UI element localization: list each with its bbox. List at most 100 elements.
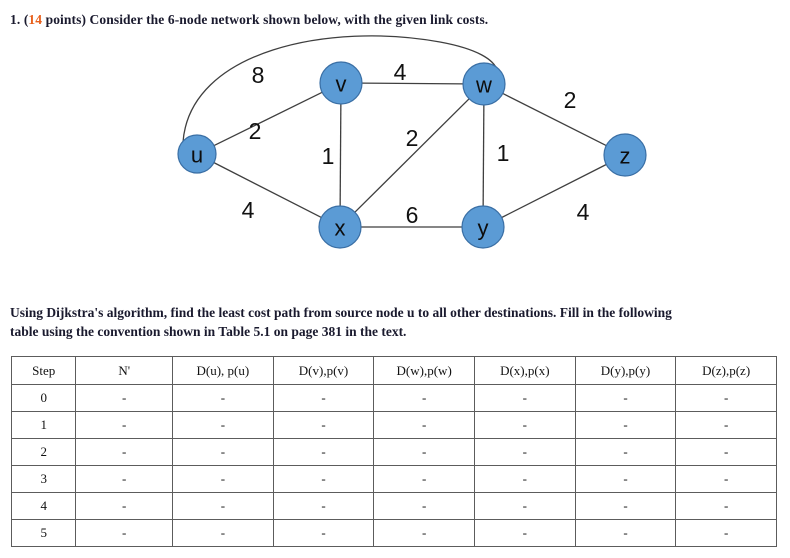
table-row: 3------- xyxy=(10,465,777,493)
graph-node-x xyxy=(318,205,362,249)
table-cell-r2-c6[interactable]: - xyxy=(675,438,777,466)
table-cell-r4-c1[interactable]: - xyxy=(172,492,274,520)
question-points-suffix: points) xyxy=(42,12,87,27)
table-header-cell-1: N' xyxy=(75,356,174,385)
table-cell-r1-c0[interactable]: - xyxy=(75,411,174,439)
graph-edges-layer xyxy=(182,35,607,228)
table-cell-r4-c4[interactable]: - xyxy=(474,492,576,520)
table-cell-r0-c1[interactable]: - xyxy=(172,384,274,412)
table-header-cell-7: D(z),p(z) xyxy=(675,356,777,385)
question-text: Consider the 6-node network shown below,… xyxy=(89,12,489,27)
table-cell-r0-c4[interactable]: - xyxy=(474,384,576,412)
instructions-line-2: table using the convention shown in Tabl… xyxy=(10,324,407,339)
table-cell-r2-c5[interactable]: - xyxy=(574,438,677,466)
table-cell-step-5: 5 xyxy=(10,519,77,547)
table-row: 5------- xyxy=(10,519,777,547)
table-cell-r1-c3[interactable]: - xyxy=(373,411,475,439)
graph-edge-u-v xyxy=(213,91,323,147)
instructions-paragraph: Using Dijkstra's algorithm, find the lea… xyxy=(10,303,770,341)
edge-cost-v-x: 1 xyxy=(322,143,335,169)
graph-node-label-v: v xyxy=(336,72,347,97)
table-row: 1------- xyxy=(10,411,777,439)
table-cell-step-2: 2 xyxy=(10,438,77,466)
table-cell-r0-c6[interactable]: - xyxy=(675,384,777,412)
table-header-cell-5: D(x),p(x) xyxy=(474,356,576,385)
edge-cost-x-y: 6 xyxy=(406,202,419,228)
table-cell-r3-c2[interactable]: - xyxy=(272,465,375,493)
table-cell-r5-c2[interactable]: - xyxy=(272,519,375,547)
table-cell-r4-c0[interactable]: - xyxy=(75,492,174,520)
table-cell-r2-c0[interactable]: - xyxy=(75,438,174,466)
table-cell-r2-c3[interactable]: - xyxy=(373,438,475,466)
table-cell-r3-c3[interactable]: - xyxy=(373,465,475,493)
table-header-cell-0: Step xyxy=(10,356,77,385)
table-cell-r2-c2[interactable]: - xyxy=(272,438,375,466)
graph-node-label-u: u xyxy=(191,143,203,168)
table-header-cell-3: D(v),p(v) xyxy=(272,356,375,385)
table-cell-r4-c3[interactable]: - xyxy=(373,492,475,520)
graph-edge-v-x xyxy=(339,103,342,207)
table-cell-r5-c6[interactable]: - xyxy=(675,519,777,547)
graph-node-v xyxy=(319,61,363,105)
table-cell-r4-c5[interactable]: - xyxy=(574,492,677,520)
edge-cost-v-w: 4 xyxy=(394,59,407,85)
question-prompt: 1. (14 points) Consider the 6-node netwo… xyxy=(10,12,488,28)
table-cell-r0-c0[interactable]: - xyxy=(75,384,174,412)
question-open-paren: ( xyxy=(23,12,29,27)
table-header-cell-4: D(w),p(w) xyxy=(373,356,475,385)
table-cell-r5-c3[interactable]: - xyxy=(373,519,475,547)
table-cell-step-4: 4 xyxy=(10,492,77,520)
table-row: 4------- xyxy=(10,492,777,520)
table-cell-r5-c0[interactable]: - xyxy=(75,519,174,547)
table-header-cell-2: D(u), p(u) xyxy=(172,356,274,385)
table-cell-r3-c0[interactable]: - xyxy=(75,465,174,493)
table-cell-step-3: 3 xyxy=(10,465,77,493)
table-cell-r0-c2[interactable]: - xyxy=(272,384,375,412)
graph-edge-y-z xyxy=(501,163,607,219)
graph-node-label-w: w xyxy=(475,73,492,98)
table-row: 2------- xyxy=(10,438,777,466)
table-cell-r3-c4[interactable]: - xyxy=(474,465,576,493)
table-cell-r3-c5[interactable]: - xyxy=(574,465,677,493)
graph-node-label-x: x xyxy=(335,216,346,241)
table-cell-r3-c1[interactable]: - xyxy=(172,465,274,493)
table-body: 0-------1-------2-------3-------4-------… xyxy=(10,384,777,547)
graph-node-w xyxy=(462,62,506,106)
table-cell-r1-c5[interactable]: - xyxy=(574,411,677,439)
edge-cost-w-z: 2 xyxy=(564,87,577,113)
graph-nodes-layer: u v w x y z xyxy=(177,61,647,249)
edge-cost-u-v: 2 xyxy=(249,118,262,144)
graph-node-label-y: y xyxy=(478,216,489,241)
table-cell-r1-c6[interactable]: - xyxy=(675,411,777,439)
table-header-cell-6: D(y),p(y) xyxy=(574,356,677,385)
table-cell-r4-c2[interactable]: - xyxy=(272,492,375,520)
edge-cost-y-z: 4 xyxy=(577,199,590,225)
question-points-value: 14 xyxy=(28,12,43,27)
table-cell-r0-c5[interactable]: - xyxy=(574,384,677,412)
edge-cost-u-w: 8 xyxy=(252,62,265,88)
table-cell-r5-c4[interactable]: - xyxy=(474,519,576,547)
table-cell-step-0: 0 xyxy=(10,384,77,412)
instructions-line-1: Using Dijkstra's algorithm, find the lea… xyxy=(10,305,672,320)
graph-edge-u-w xyxy=(182,35,498,143)
table-cell-r1-c1[interactable]: - xyxy=(172,411,274,439)
table-cell-r1-c2[interactable]: - xyxy=(272,411,375,439)
table-cell-r1-c4[interactable]: - xyxy=(474,411,576,439)
table-cell-r3-c6[interactable]: - xyxy=(675,465,777,493)
table-cell-r0-c3[interactable]: - xyxy=(373,384,475,412)
table-cell-r5-c1[interactable]: - xyxy=(172,519,274,547)
graph-edge-x-w xyxy=(354,98,470,213)
table-cell-r5-c5[interactable]: - xyxy=(574,519,677,547)
graph-edge-u-x xyxy=(213,162,322,219)
table-cell-r2-c1[interactable]: - xyxy=(172,438,274,466)
edge-cost-x-w: 2 xyxy=(406,125,419,151)
table-cell-r2-c4[interactable]: - xyxy=(474,438,576,466)
question-number: 1. xyxy=(10,12,21,27)
graph-node-label-z: z xyxy=(620,144,631,169)
table-cell-r4-c6[interactable]: - xyxy=(675,492,777,520)
